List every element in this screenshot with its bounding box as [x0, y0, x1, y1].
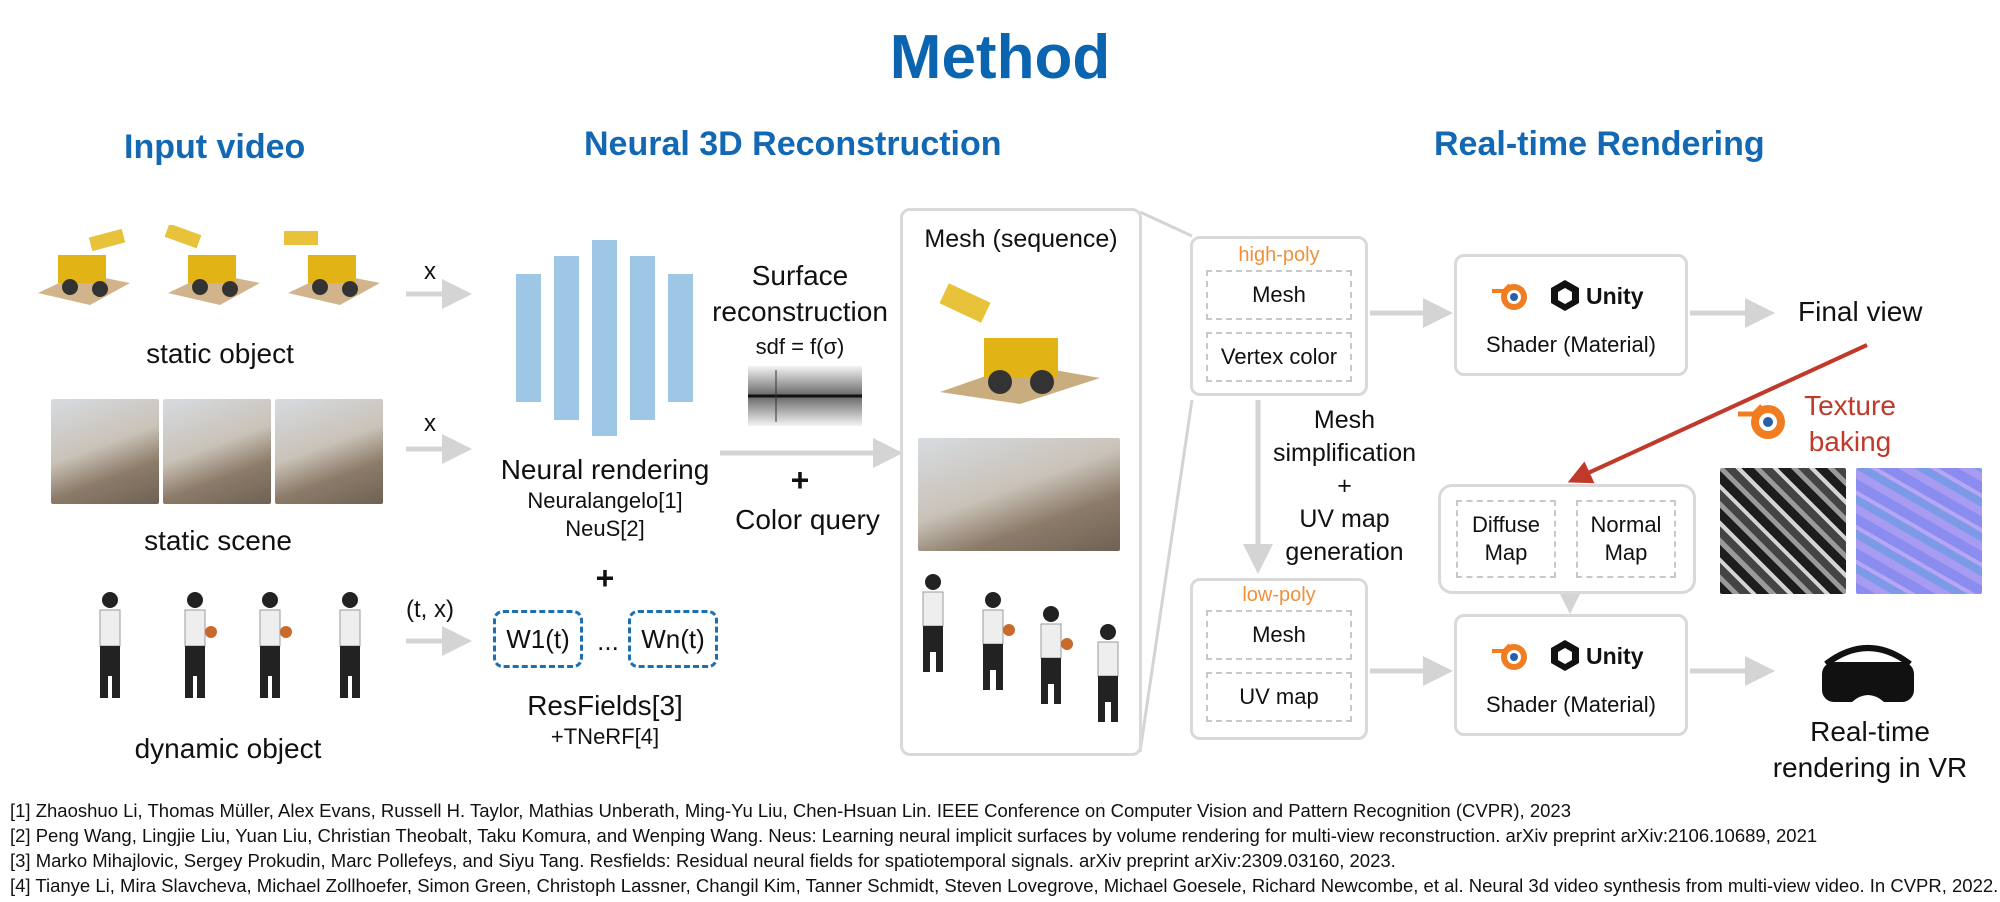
- engine-box-bottom: [1454, 614, 1688, 736]
- label-time-x: (t, x): [406, 596, 454, 623]
- blender-logo-icon: [1492, 643, 1527, 670]
- label-high-poly: high-poly: [1238, 244, 1320, 266]
- section-realtime-rendering: Real-time Rendering: [1434, 125, 1765, 163]
- arrow-texture-baking: [1567, 343, 1868, 484]
- weight-wn: Wn(t): [628, 610, 718, 668]
- simplification-line-4: generation: [1285, 538, 1404, 566]
- label-neural-rendering: Neural rendering: [500, 454, 710, 485]
- label-sdf: sdf = f(σ): [755, 334, 845, 359]
- weight-dots: ...: [597, 626, 619, 656]
- texture-baking-line-2: baking: [1808, 426, 1892, 457]
- diffuse-map-box: Diffuse Map: [1456, 500, 1556, 578]
- connector-top: [1139, 210, 1193, 238]
- weight-w1: W1(t): [493, 610, 583, 668]
- simplification-text: Mesh simplification + UV map generation: [1272, 404, 1417, 569]
- network-layer-1: [516, 274, 541, 402]
- sdf-visual: [748, 366, 862, 426]
- label-surface: Surface: [751, 260, 849, 291]
- vr-headset-icon: [1822, 645, 1914, 702]
- dynamic-object-frames: [99, 592, 361, 698]
- section-neural-reconstruction: Neural 3D Reconstruction: [584, 125, 1002, 163]
- plus-resfields: +: [595, 560, 615, 596]
- simplification-line-1: Mesh: [1313, 406, 1376, 434]
- normal-texture: [1856, 468, 1982, 594]
- network-layer-5: [668, 274, 693, 402]
- high-poly-box: [1190, 236, 1368, 396]
- label-color-query: Color query: [735, 504, 880, 535]
- mesh-excavator: [939, 283, 1100, 404]
- reference-4: [4] Tianye Li, Mira Slavcheva, Michael Z…: [10, 875, 1999, 896]
- network-layer-3: [592, 240, 617, 436]
- diffuse-texture: [1720, 468, 1846, 594]
- page-title: Method: [889, 23, 1111, 92]
- simplification-line-2: simplification: [1272, 439, 1417, 467]
- section-input-video: Input video: [124, 128, 306, 166]
- maps-box: [1438, 484, 1696, 594]
- unity-logo-icon: [1551, 640, 1579, 671]
- reference-1: [1] Zhaoshuo Li, Thomas Müller, Alex Eva…: [10, 800, 1571, 821]
- blender-logo-icon: [1492, 283, 1527, 310]
- network-layer-4: [630, 256, 655, 420]
- label-mesh-sequence: Mesh (sequence): [924, 225, 1118, 253]
- low-poly-uv-map: UV map: [1206, 672, 1352, 722]
- ref-neus: NeuS[2]: [565, 516, 645, 541]
- static-object-frames: [38, 225, 380, 305]
- label-static-scene: static scene: [144, 525, 292, 556]
- mesh-humans: [922, 574, 1119, 722]
- label-x-scene: x: [424, 410, 436, 437]
- diffuse-line-2: Map: [1484, 540, 1528, 565]
- low-poly-mesh: Mesh: [1206, 610, 1352, 660]
- high-poly-mesh: Mesh: [1206, 270, 1352, 320]
- ref-neuralangelo: Neuralangelo[1]: [527, 488, 683, 513]
- plus-color: +: [790, 462, 810, 498]
- normal-line-1: Normal: [1590, 512, 1662, 537]
- blender-logo-icon: [1738, 404, 1785, 439]
- connector-bottom: [1138, 399, 1194, 753]
- ref-tnerf: +TNeRF[4]: [550, 724, 660, 749]
- vr-line-1: Real-time: [1810, 716, 1930, 747]
- vr-text: Real-time rendering in VR: [1760, 714, 1980, 786]
- unity-label-top: Unity: [1586, 283, 1644, 309]
- engine-box-top: [1454, 254, 1688, 376]
- scene-frame-1: [51, 399, 159, 504]
- normal-map-box: Normal Map: [1576, 500, 1676, 578]
- scene-frame-2: [163, 399, 271, 504]
- mesh-scene: [918, 438, 1120, 551]
- vr-line-2: rendering in VR: [1772, 752, 1968, 783]
- label-reconstruction: reconstruction: [712, 296, 888, 327]
- normal-line-2: Map: [1604, 540, 1648, 565]
- label-static-object: static object: [146, 338, 294, 369]
- label-x-object: x: [424, 258, 436, 285]
- scene-frame-3: [275, 399, 383, 504]
- diffuse-line-1: Diffuse: [1471, 512, 1541, 537]
- label-final-view: Final view: [1798, 296, 1923, 327]
- unity-label-bottom: Unity: [1586, 643, 1644, 669]
- shader-label-top: Shader (Material): [1486, 332, 1656, 357]
- label-dynamic-object: dynamic object: [134, 733, 322, 764]
- high-poly-vertex-color: Vertex color: [1206, 332, 1352, 382]
- texture-baking-line-1: Texture: [1804, 390, 1896, 421]
- simplification-plus: +: [1337, 472, 1352, 500]
- reference-2: [2] Peng Wang, Lingjie Liu, Yuan Liu, Ch…: [10, 825, 1818, 846]
- texture-baking-text: Texture baking: [1790, 388, 1910, 460]
- unity-logo-icon: [1551, 280, 1579, 311]
- label-low-poly: low-poly: [1242, 584, 1316, 606]
- reference-3: [3] Marko Mihajlovic, Sergey Prokudin, M…: [10, 850, 1396, 871]
- shader-label-bottom: Shader (Material): [1486, 692, 1656, 717]
- label-resfields: ResFields[3]: [527, 690, 683, 721]
- network-layer-2: [554, 256, 579, 420]
- simplification-line-3: UV map: [1299, 505, 1390, 533]
